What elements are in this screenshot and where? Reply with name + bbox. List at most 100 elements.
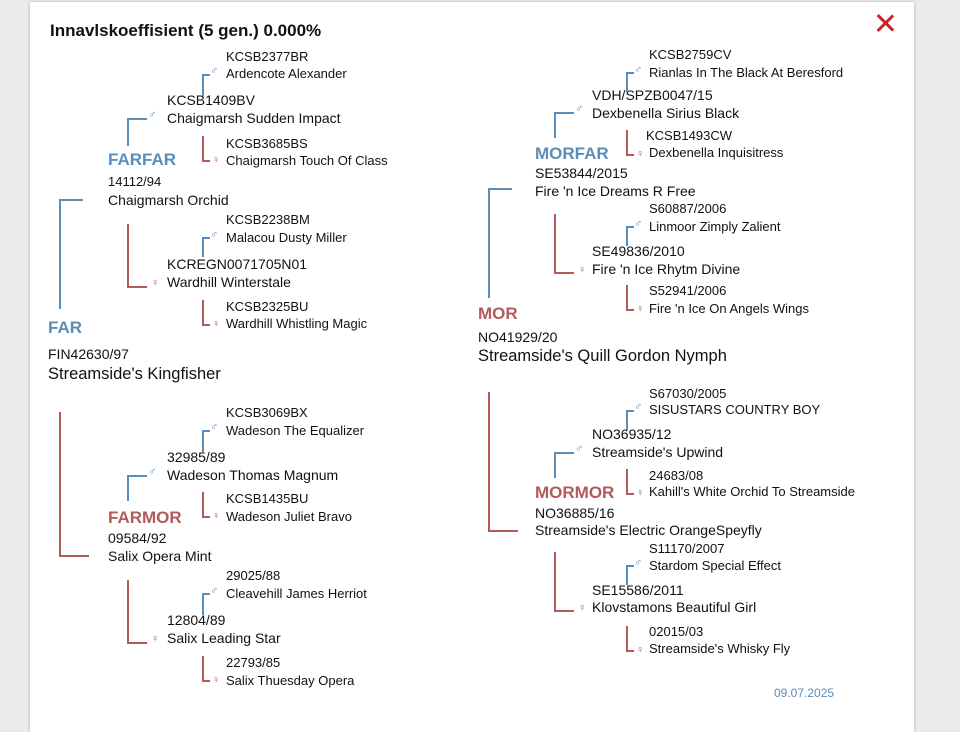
mormor-sire-name[interactable]: Streamside's Upwind [592, 444, 724, 460]
close-icon[interactable] [874, 12, 896, 34]
female-icon: ♀ [151, 633, 160, 645]
morfar-dam-connector-h [554, 272, 574, 274]
morfar-label: MORFAR [535, 144, 609, 163]
mormor-sire-connector [554, 452, 556, 478]
g4-15-connector [626, 565, 628, 585]
g4-12-name[interactable]: Fire 'n Ice On Angels Wings [649, 301, 809, 316]
g4-16-connector [626, 626, 628, 650]
g4-4-connector [202, 300, 204, 324]
g4-2-name[interactable]: Chaigmarsh Touch Of Class [226, 153, 388, 168]
morfar-name[interactable]: Fire 'n Ice Dreams R Free [535, 183, 696, 199]
g4-10-name[interactable]: Dexbenella Inquisitress [649, 145, 784, 160]
g4-1-name[interactable]: Ardencote Alexander [226, 66, 347, 81]
g4-7-name[interactable]: Cleavehill James Herriot [226, 586, 367, 601]
g4-7-connector [202, 593, 204, 615]
g4-6-reg[interactable]: KCSB1435BU [226, 491, 309, 506]
g4-11-reg[interactable]: S60887/2006 [649, 201, 727, 216]
farmor-name[interactable]: Salix Opera Mint [108, 548, 212, 564]
g4-1-connector [202, 74, 204, 96]
far-name[interactable]: Streamside's Kingfisher [48, 365, 221, 383]
g4-16-name[interactable]: Streamside's Whisky Fly [649, 641, 791, 656]
farmor-reg[interactable]: 09584/92 [108, 530, 167, 546]
g4-10-h [626, 154, 634, 156]
farmor-dam-name[interactable]: Salix Leading Star [167, 630, 281, 646]
far-reg[interactable]: FIN42630/97 [48, 346, 129, 362]
far-label: FAR [48, 318, 82, 337]
g4-15-h [626, 565, 634, 567]
g4-5-reg[interactable]: KCSB3069BX [226, 405, 308, 420]
g4-11-name[interactable]: Linmoor Zimply Zalient [649, 219, 781, 234]
male-icon: ♂ [634, 64, 643, 76]
female-icon: ♀ [151, 277, 160, 289]
farmor-label: FARMOR [108, 508, 182, 527]
g4-6-connector [202, 492, 204, 516]
farfar-dam-name[interactable]: Wardhill Winterstale [167, 274, 291, 290]
g4-13-name[interactable]: SISUSTARS COUNTRY BOY [649, 402, 821, 417]
g4-5-name[interactable]: Wadeson The Equalizer [226, 423, 365, 438]
farfar-name[interactable]: Chaigmarsh Orchid [108, 192, 229, 208]
farfar-sire-connector-h [127, 118, 147, 120]
g4-13-reg[interactable]: S67030/2005 [649, 386, 727, 401]
g4-6-name[interactable]: Wadeson Juliet Bravo [226, 509, 352, 524]
morfar-sire-name[interactable]: Dexbenella Sirius Black [592, 105, 740, 121]
mor-name[interactable]: Streamside's Quill Gordon Nymph [478, 347, 727, 365]
g4-2-reg[interactable]: KCSB3685BS [226, 136, 308, 151]
morfar-sire-reg[interactable]: VDH/SPZB0047/15 [592, 87, 713, 103]
mormor-dam-connector-h [554, 610, 574, 612]
g4-9-reg[interactable]: KCSB2759CV [649, 47, 732, 62]
male-icon: ♂ [210, 421, 219, 433]
g4-14-h [626, 493, 634, 495]
male-icon: ♂ [575, 103, 584, 115]
g4-3-h [202, 237, 210, 239]
morfar-dam-name[interactable]: Fire 'n Ice Rhytm Divine [592, 261, 741, 277]
morfar-bracket-top [488, 188, 512, 190]
g4-12-reg[interactable]: S52941/2006 [649, 283, 727, 298]
g4-9-h [626, 72, 634, 74]
g4-16-reg[interactable]: 02015/03 [649, 624, 704, 639]
mormor-dam-reg[interactable]: SE15586/2011 [592, 582, 684, 598]
g4-3-name[interactable]: Malacou Dusty Miller [226, 230, 347, 245]
g4-15-reg[interactable]: S11170/2007 [649, 541, 725, 556]
farmor-sire-name[interactable]: Wadeson Thomas Magnum [167, 467, 339, 483]
farfar-sire-reg[interactable]: KCSB1409BV [167, 92, 255, 108]
mormor-name[interactable]: Streamside's Electric OrangeSpeyfly [535, 522, 762, 538]
g4-3-reg[interactable]: KCSB2238BM [226, 212, 310, 227]
g4-14-name[interactable]: Kahill's White Orchid To Streamside [649, 484, 855, 499]
farfar-sire-connector [127, 118, 129, 146]
male-icon: ♂ [575, 443, 584, 455]
morfar-dam-reg[interactable]: SE49836/2010 [592, 243, 685, 259]
female-icon: ♀ [212, 510, 221, 522]
male-icon: ♂ [634, 401, 643, 413]
g4-8-name[interactable]: Salix Thuesday Opera [226, 673, 355, 688]
mor-reg[interactable]: NO41929/20 [478, 329, 558, 345]
farfar-dam-connector-h [127, 286, 147, 288]
farmor-sire-reg[interactable]: 32985/89 [167, 449, 226, 465]
g4-15-name[interactable]: Stardom Special Effect [649, 558, 781, 573]
farfar-dam-reg[interactable]: KCREGN0071705N01 [167, 256, 308, 272]
g4-1-reg[interactable]: KCSB2377BR [226, 49, 309, 64]
female-icon: ♀ [636, 644, 645, 656]
male-icon: ♂ [210, 65, 219, 77]
farfar-sire-name[interactable]: Chaigmarsh Sudden Impact [167, 110, 341, 126]
male-icon: ♂ [148, 109, 157, 121]
g4-7-reg[interactable]: 29025/88 [226, 568, 281, 583]
g4-5-connector [202, 430, 204, 452]
mormor-sire-reg[interactable]: NO36935/12 [592, 426, 672, 442]
mormor-sire-connector-h [554, 452, 574, 454]
g4-4-name[interactable]: Wardhill Whistling Magic [226, 316, 368, 331]
g4-10-reg[interactable]: KCSB1493CW [646, 128, 732, 143]
mormor-reg[interactable]: NO36885/16 [535, 505, 615, 521]
g4-9-name[interactable]: Rianlas In The Black At Beresford [649, 65, 844, 80]
g4-4-reg[interactable]: KCSB2325BU [226, 299, 309, 314]
female-icon: ♀ [212, 318, 221, 330]
farfar-reg[interactable]: 14112/94 [108, 174, 162, 189]
mormor-dam-name[interactable]: Klovstamons Beautiful Girl [592, 599, 757, 615]
g4-14-reg[interactable]: 24683/08 [649, 468, 704, 483]
morfar-dam-connector [554, 214, 556, 272]
farmor-dam-connector [127, 580, 129, 642]
morfar-reg[interactable]: SE53844/2015 [535, 165, 628, 181]
farmor-dam-reg[interactable]: 12804/89 [167, 612, 226, 628]
female-icon: ♀ [636, 487, 645, 499]
g4-8-reg[interactable]: 22793/85 [226, 655, 281, 670]
